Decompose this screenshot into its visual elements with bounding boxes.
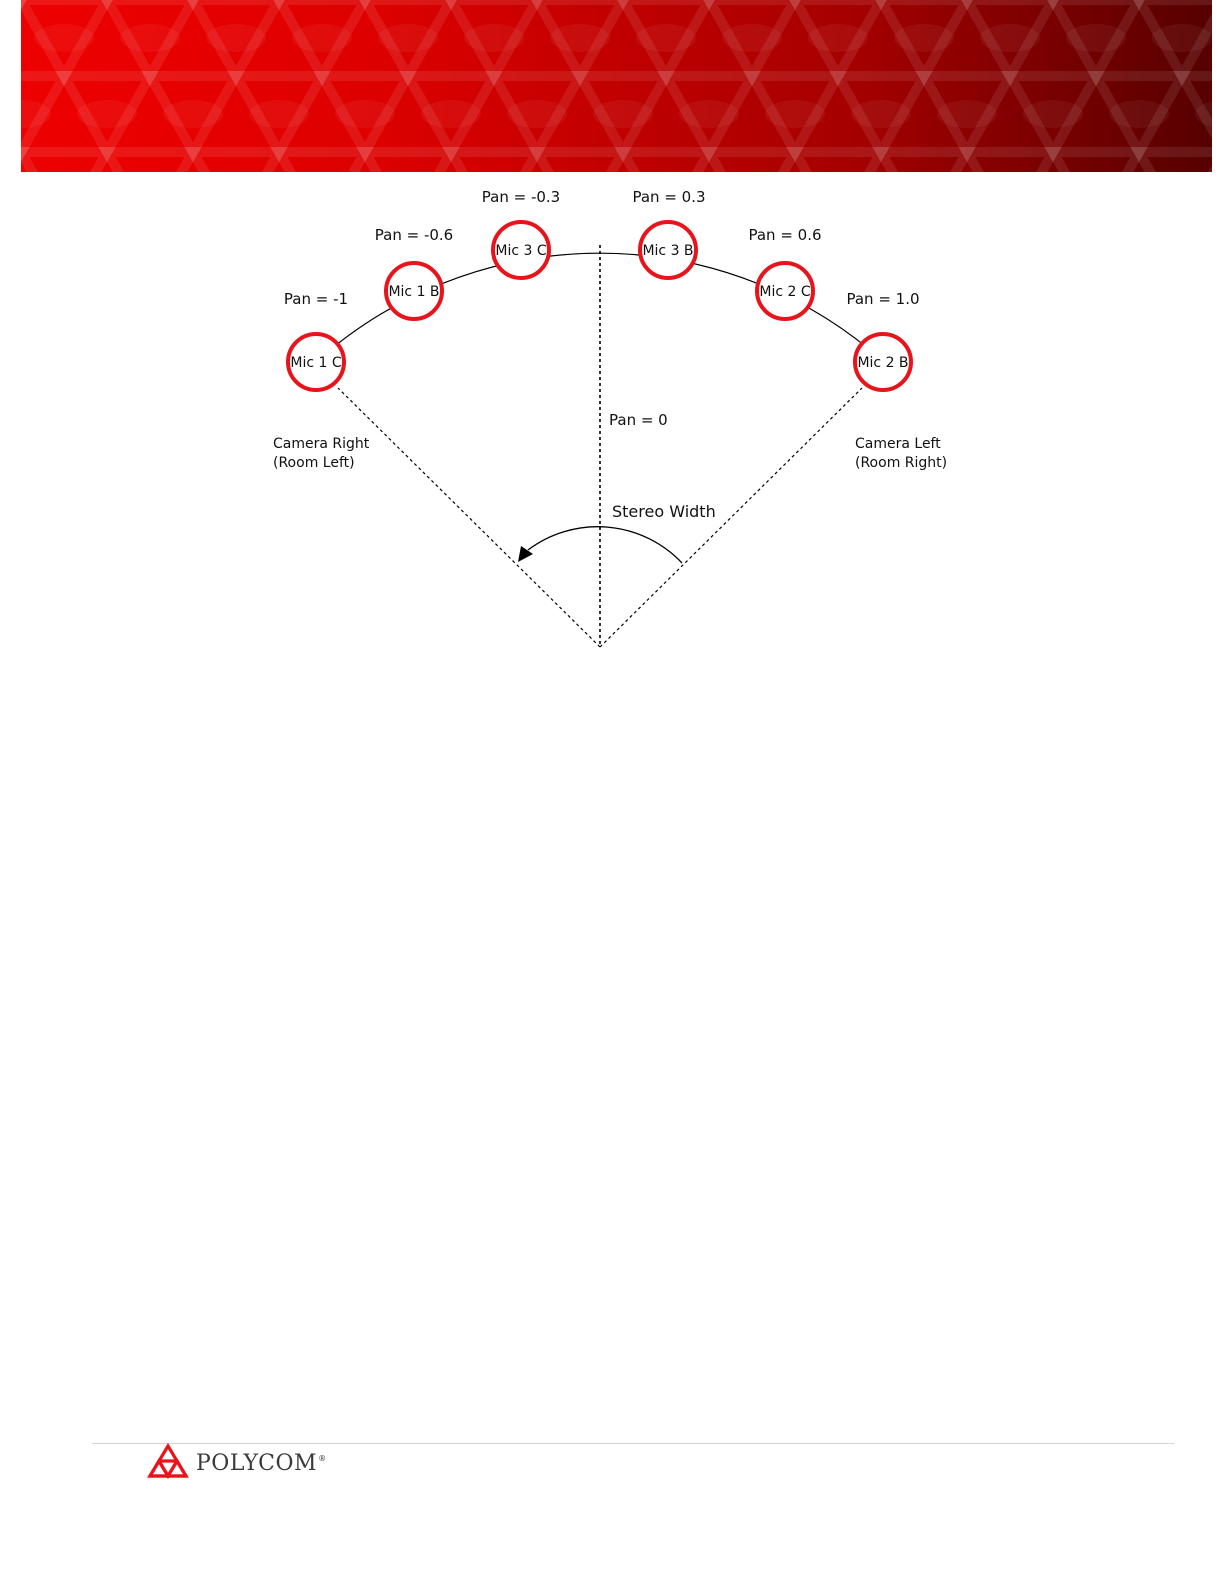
pan-label-mic-1b: Pan = -0.6 (375, 226, 453, 244)
mic-3c: Mic 3 C (493, 222, 549, 278)
mic-label: Mic 1 C (290, 355, 341, 371)
pan-label-mic-2c: Pan = 0.6 (748, 226, 821, 244)
pan-label-mic-2b: Pan = 1.0 (846, 290, 919, 308)
mic-label: Mic 2 C (759, 284, 810, 300)
pan-label-mic-3c: Pan = -0.3 (482, 188, 560, 206)
mic-2c: Mic 2 C (757, 263, 813, 319)
center-pan-label: Pan = 0 (609, 411, 668, 429)
pan-label-mic-3b: Pan = 0.3 (632, 188, 705, 206)
mic-label: Mic 2 B (857, 355, 908, 371)
polycom-triangles-icon (146, 1443, 190, 1483)
pan-label-mic-1c: Pan = -1 (284, 290, 348, 308)
right-side-label-line1: Camera Left (855, 436, 941, 452)
right-side-label-line2: (Room Right) (855, 455, 947, 471)
mic-label: Mic 3 B (642, 243, 693, 259)
stereo-width-arc (528, 527, 682, 563)
polycom-wordmark: POLYCOM® (196, 1451, 327, 1476)
mic-label: Mic 3 C (495, 243, 546, 259)
polycom-logo: POLYCOM® (146, 1443, 327, 1483)
mic-1b: Mic 1 B (386, 263, 442, 319)
mic-2b: Mic 2 B (855, 334, 911, 390)
left-side-label-line2: (Room Left) (273, 455, 355, 471)
registered-mark: ® (318, 1454, 327, 1463)
stereo-pan-diagram: Mic 1 C Mic 1 B Mic 3 C Mic 3 B Mic 2 C … (0, 0, 1224, 700)
mic-1c: Mic 1 C (288, 334, 344, 390)
left-fan-edge (338, 388, 600, 647)
stereo-width-label: Stereo Width (612, 502, 716, 521)
mic-3b: Mic 3 B (640, 222, 696, 278)
left-side-label-line1: Camera Right (273, 436, 370, 452)
mic-label: Mic 1 B (388, 284, 439, 300)
